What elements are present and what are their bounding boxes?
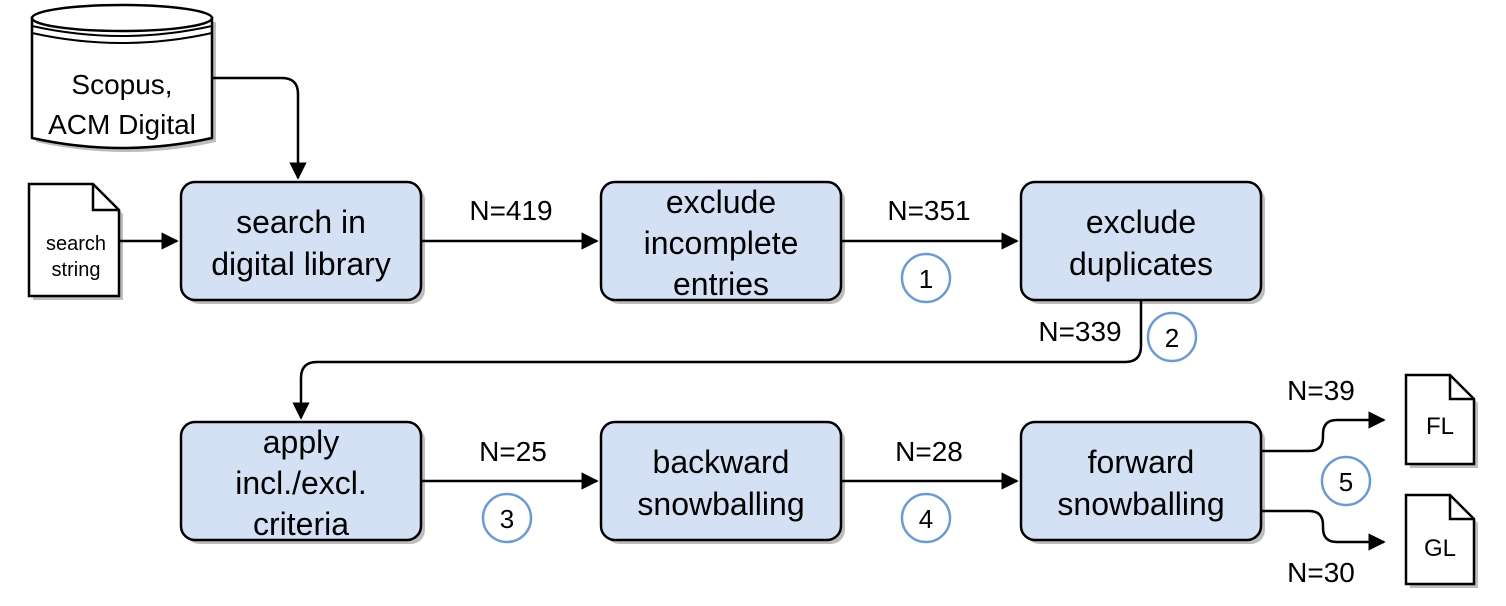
search-string-document-icon: search string	[27, 182, 123, 300]
count-label-gl-out: N=30	[1287, 557, 1355, 588]
box-incomplete-line-2: incomplete	[644, 225, 799, 261]
step-marker-5: 5	[1320, 455, 1372, 507]
step-marker-4: 4	[900, 492, 952, 544]
box-exclude-duplicates: exclude duplicates	[1019, 180, 1265, 304]
box-criteria-line-3: criteria	[253, 506, 349, 542]
database-label-line-2: ACM Digital	[48, 109, 196, 140]
box-criteria-line-1: apply	[263, 424, 340, 460]
box-forward-line-1: forward	[1088, 444, 1195, 480]
edge-duplicates-to-criteria	[292, 300, 1143, 420]
fl-document-icon: FL	[1404, 373, 1478, 468]
box-search-line-1: search in	[236, 204, 366, 240]
count-label-incomplete-out: N=351	[887, 195, 970, 226]
box-criteria-line-2: incl./excl.	[235, 465, 367, 501]
box-backward-line-2: snowballing	[637, 486, 804, 522]
edge-forward-to-fl	[1261, 411, 1386, 453]
box-apply-criteria: apply incl./excl. criteria	[179, 420, 425, 544]
box-incomplete-line-3: entries	[673, 266, 769, 302]
step-marker-5-label: 5	[1339, 467, 1353, 497]
database-label-line-1: Scopus,	[71, 69, 172, 100]
search-doc-label-line-2: string	[52, 259, 101, 281]
step-marker-2-label: 2	[1165, 323, 1179, 353]
search-doc-label-line-1: search	[46, 233, 106, 255]
count-label-duplicates-out: N=339	[1038, 316, 1121, 347]
count-label-backward-out: N=28	[895, 436, 963, 467]
box-exclude-incomplete-entries: exclude incomplete entries	[599, 180, 845, 304]
step-marker-2: 2	[1146, 311, 1198, 363]
edge-database-to-search	[212, 76, 307, 180]
step-marker-1: 1	[900, 252, 952, 304]
box-backward-snowballing: backward snowballing	[599, 420, 845, 544]
gl-document-icon: GL	[1404, 493, 1478, 588]
step-marker-3-label: 3	[500, 504, 514, 534]
step-marker-1-label: 1	[919, 264, 933, 294]
database-icon: Scopus, ACM Digital	[30, 3, 216, 152]
box-search-line-2: digital library	[211, 246, 391, 282]
fl-label: FL	[1426, 413, 1454, 440]
count-label-fl-out: N=39	[1287, 375, 1355, 406]
gl-label: GL	[1424, 535, 1456, 562]
step-marker-4-label: 4	[919, 504, 933, 534]
edge-forward-to-gl	[1261, 509, 1386, 551]
count-label-search-out: N=419	[469, 195, 552, 226]
box-search-digital-library: search in digital library	[179, 180, 425, 304]
box-incomplete-line-1: exclude	[666, 184, 776, 220]
box-backward-line-1: backward	[653, 444, 790, 480]
count-label-criteria-out: N=25	[479, 436, 547, 467]
box-duplicates-line-2: duplicates	[1069, 246, 1213, 282]
box-forward-line-2: snowballing	[1057, 486, 1224, 522]
box-duplicates-line-1: exclude	[1086, 204, 1196, 240]
step-marker-3: 3	[481, 492, 533, 544]
box-forward-snowballing: forward snowballing	[1019, 420, 1265, 544]
